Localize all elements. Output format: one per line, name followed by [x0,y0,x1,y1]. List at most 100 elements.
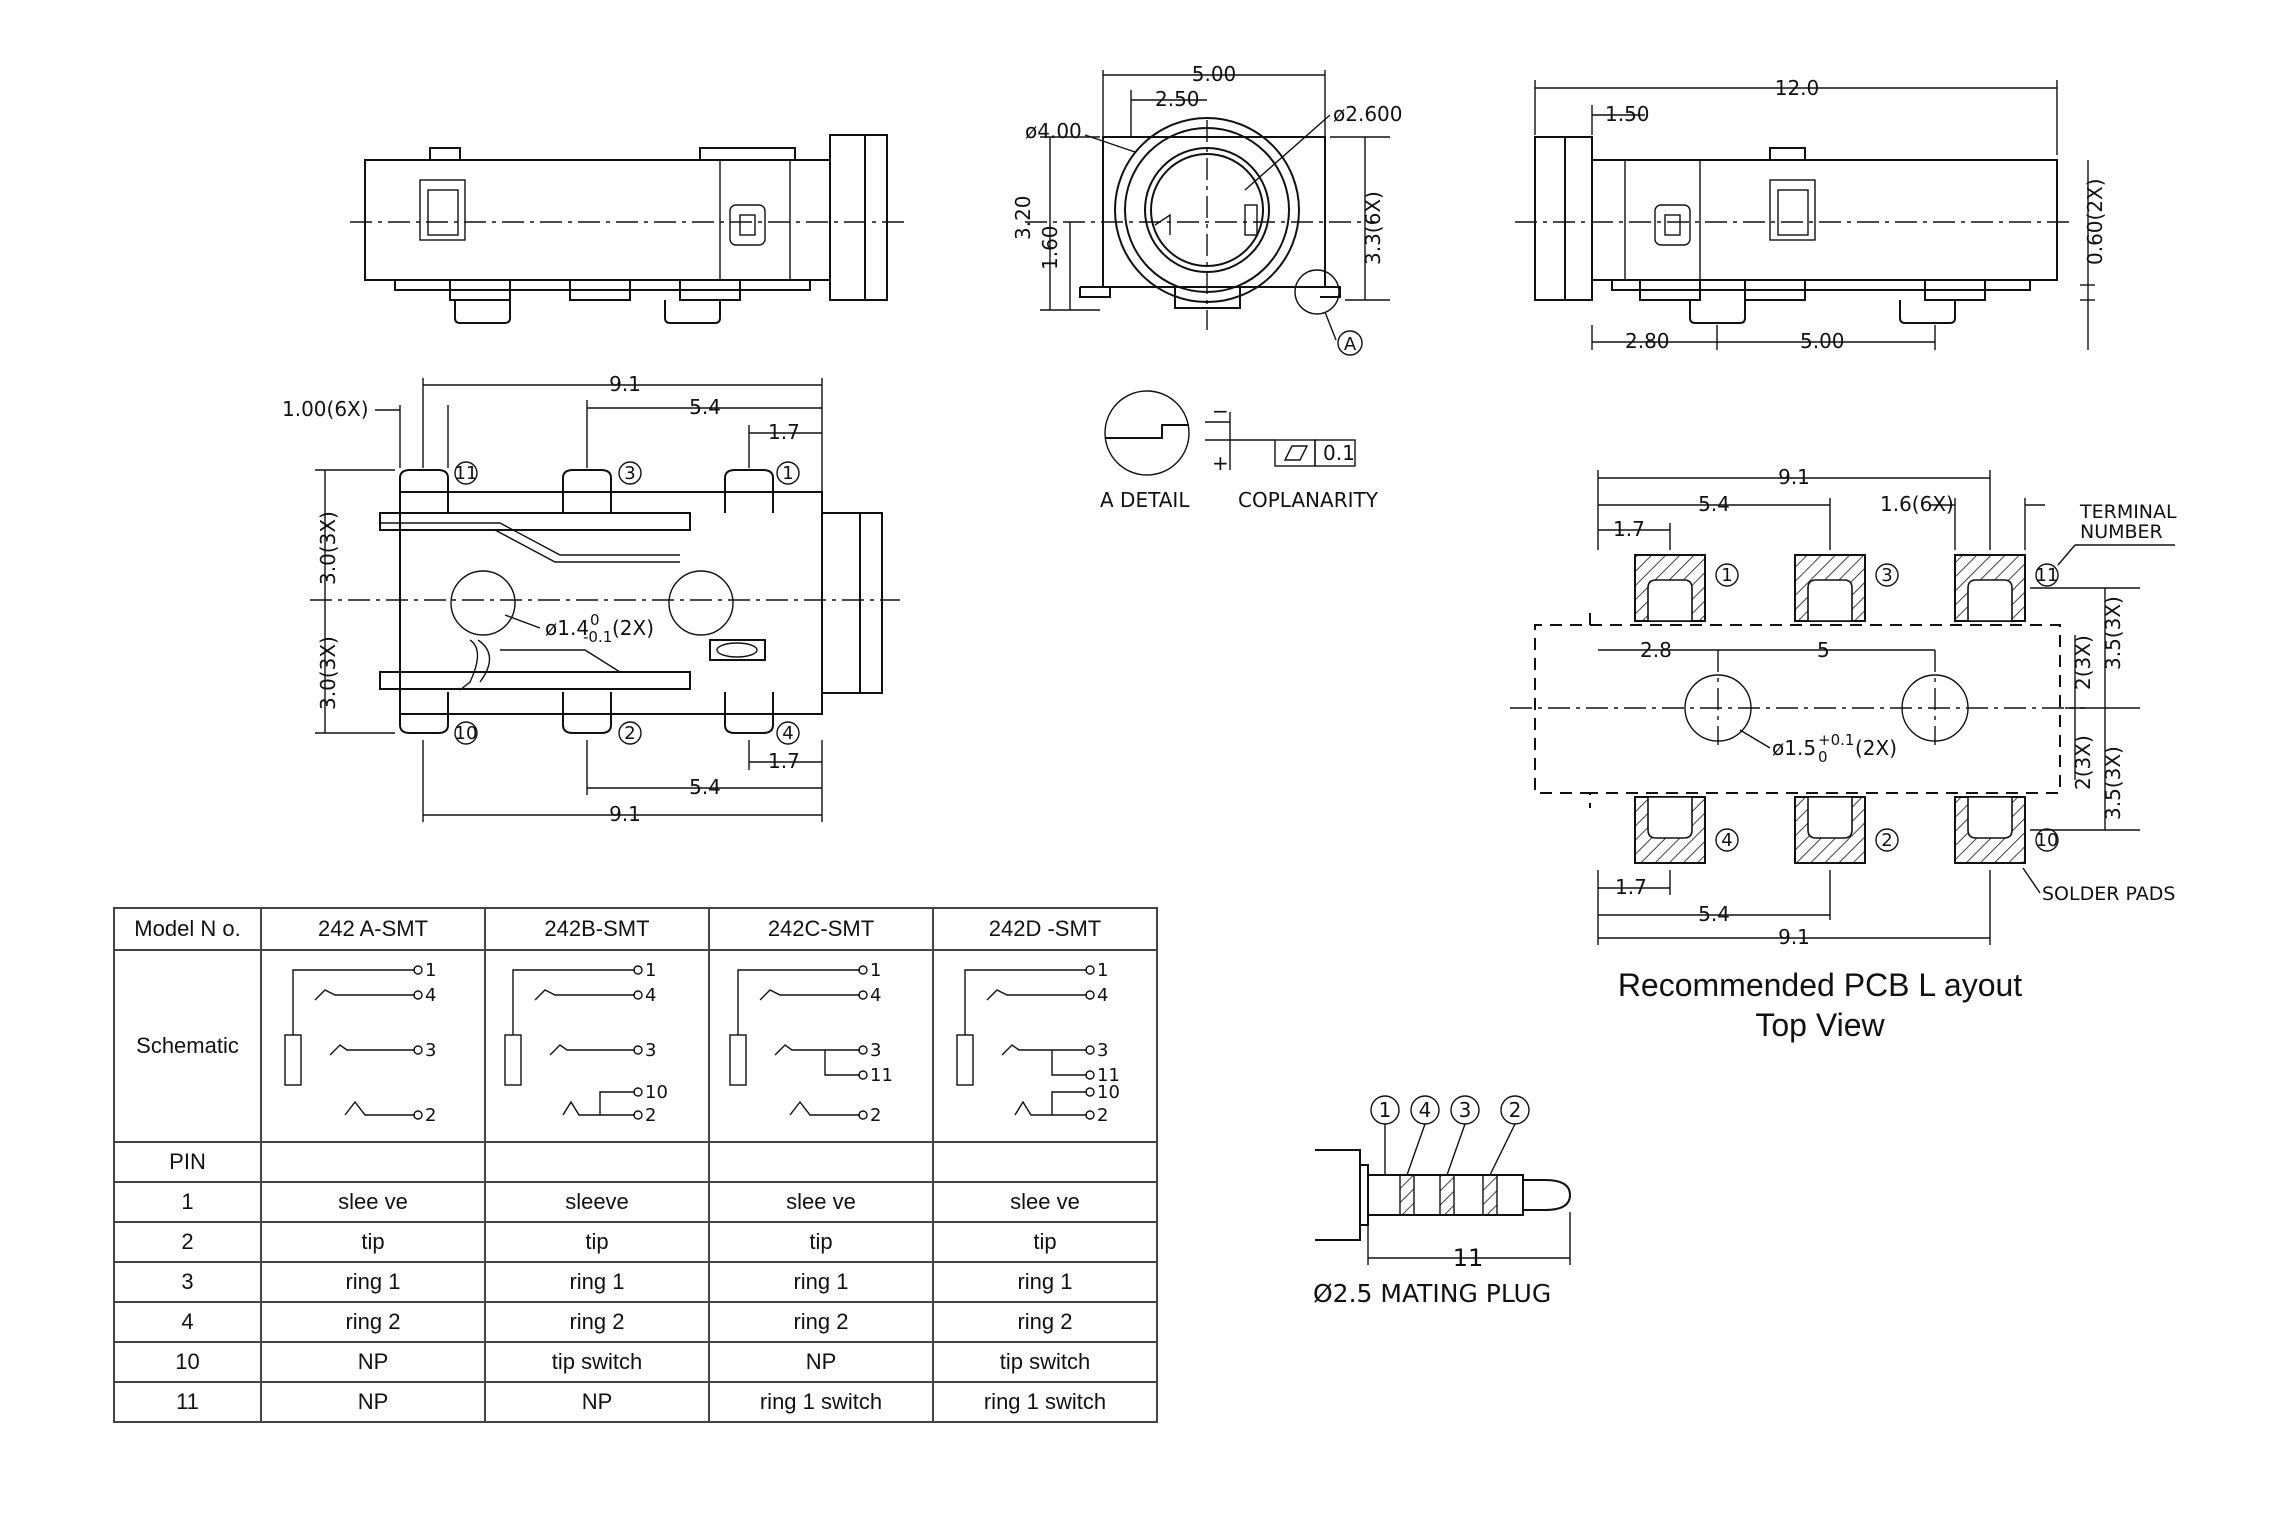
empty-cell [708,1141,934,1183]
pcb-dim-pad: 1.6(6X) [1880,492,1954,516]
schematic-cell [708,949,934,1143]
schematic-cell [932,949,1158,1143]
table-cell: ring 2 [484,1301,710,1343]
table-cell: slee ve [932,1181,1158,1223]
pcb-dim-end: 1.7 [1613,517,1645,541]
table-cell: NP [260,1341,486,1383]
dim-side-pin-offset: 2.80 [1625,329,1670,353]
dim-bottom-overall: 9.1 [609,372,641,396]
pcb-dim-hole-tol-top: +0.1 [1818,731,1854,749]
table-cell: ring 1 [932,1261,1158,1303]
table-cell: ring 2 [708,1301,934,1343]
pcb-dim-hole-tol-bot: 0 [1818,748,1828,766]
table-cell: slee ve [260,1181,486,1223]
pcb-dim-overall-2: 9.1 [1778,925,1810,949]
pcb-title-line-1: Recommended PCB L ayout [1617,967,2023,1003]
bottom-view: 11 3 1 10 2 4 9.1 5.4 1.7 1.00(6X) 3.0(3… [282,372,900,826]
bottom-pin-4: 4 [782,723,793,744]
bottom-pin-10: 10 [455,723,478,744]
table-pin-header-row: PIN [113,1141,1158,1183]
table-cell: ring 2 [260,1301,486,1343]
pcb-dim-v-half-bot: 2(3X) [2071,735,2095,790]
dim-bottom-hole-tol-top: 0 [590,611,600,629]
dim-side-overall: 12.0 [1775,76,1820,100]
pin-table: Model N o. 242 A-SMT 242B-SMT 242C-SMT 2… [113,907,1158,1423]
pcb-dim-mid-2: 5.4 [1698,902,1730,926]
pcb-dim-hole: ø1.5 [1772,736,1816,760]
table-schematic-row: Schematic [113,949,1158,1143]
table-header-cell: Model N o. [113,907,262,951]
plug-length: 11 [1453,1244,1484,1272]
dim-front-height: 3.20 [1011,195,1035,240]
empty-cell [932,1141,1158,1183]
table-header-cell: 242B-SMT [484,907,710,951]
plug-ring-2: 2 [1509,1098,1522,1122]
table-cell: tip switch [484,1341,710,1383]
coplanarity-label: COPLANARITY [1238,488,1379,512]
pcb-dim-hole-offset: 2.8 [1640,638,1672,662]
pcb-pads [1634,554,2026,864]
table-cell: NP [708,1341,934,1383]
bottom-pin-1: 1 [782,463,793,484]
table-header-row: Model N o. 242 A-SMT 242B-SMT 242C-SMT 2… [113,907,1158,951]
dim-front-center: 1.60 [1038,225,1062,270]
table-cell: tip [708,1221,934,1263]
pin-label: PIN [113,1141,262,1183]
dim-side-pin-spacing: 5.00 [1800,329,1845,353]
bottom-pin-3: 3 [624,463,635,484]
table-cell: 3 [113,1261,262,1303]
schematic-cell [484,949,710,1143]
pcb-title: Recommended PCB L ayout Top View [1540,965,2100,1045]
pcb-dim-mid: 5.4 [1698,492,1730,516]
detail-plus: + [1212,451,1229,475]
table-row: 11 NP NP ring 1 switch ring 1 switch [113,1381,1158,1423]
empty-cell [260,1141,486,1183]
dim-bottom-hole-tol-bot: -0.1 [583,628,612,646]
pcb-pin-11: 11 [2036,565,2059,586]
table-cell: 4 [113,1301,262,1343]
table-cell: 10 [113,1341,262,1383]
table-cell: ring 1 [708,1261,934,1303]
table-cell: tip [484,1221,710,1263]
plug-ring-4: 4 [1419,1098,1432,1122]
table-cell: 1 [113,1181,262,1223]
table-cell: 11 [113,1381,262,1423]
dim-pitch-top: 3.0(3X) [316,511,340,585]
table-cell: sleeve [484,1181,710,1223]
mating-plug: 1 4 3 2 11 Ø2.5 MATING PLUG [1313,1095,1572,1308]
plug-label: Ø2.5 MATING PLUG [1313,1279,1551,1308]
solder-pads-label: SOLDER PADS [2042,883,2175,905]
dim-bottom-hole: ø1.4 [545,616,589,640]
pcb-dim-v-pitch-top: 3.5(3X) [2101,596,2125,670]
coplanarity-tolerance: 0.1 [1323,441,1355,465]
side-view-left [350,134,905,324]
plug-ring-3: 3 [1459,1098,1472,1122]
pcb-pin-3: 3 [1881,565,1892,586]
pcb-dim-overall: 9.1 [1778,465,1810,489]
dim-bottom-end: 1.7 [768,420,800,444]
table-cell: NP [484,1381,710,1423]
table-cell: ring 2 [932,1301,1158,1343]
dim-side-pin-height: 0.60(2X) [2083,178,2107,265]
table-header-cell: 242D -SMT [932,907,1158,951]
table-cell: tip [932,1221,1158,1263]
pcb-pin-4: 4 [1721,830,1732,851]
dim-bottom-end-2: 1.7 [768,749,800,773]
pcb-dim-hole-spacing: 5 [1817,638,1830,662]
dim-pad-width: 1.00(6X) [282,397,369,421]
dim-front-half: 2.50 [1155,87,1200,111]
empty-cell [484,1141,710,1183]
bottom-pin-2: 2 [624,723,635,744]
table-row: 3 ring 1 ring 1 ring 1 ring 1 [113,1261,1158,1303]
dim-front-width: 5.00 [1192,62,1237,86]
pcb-pin-10: 10 [2036,830,2059,851]
dim-front-pin: 3.3(6X) [1361,191,1385,265]
pcb-dim-end-2: 1.7 [1615,875,1647,899]
dim-side-flange: 1.50 [1605,102,1650,126]
table-cell: ring 1 switch [708,1381,934,1423]
pcb-pin-2: 2 [1881,830,1892,851]
pcb-dim-hole-count: (2X) [1855,736,1897,760]
pcb-dim-v-half-top: 2(3X) [2071,635,2095,690]
dim-outer-dia: ø4.00 [1025,119,1082,143]
table-cell: slee ve [708,1181,934,1223]
